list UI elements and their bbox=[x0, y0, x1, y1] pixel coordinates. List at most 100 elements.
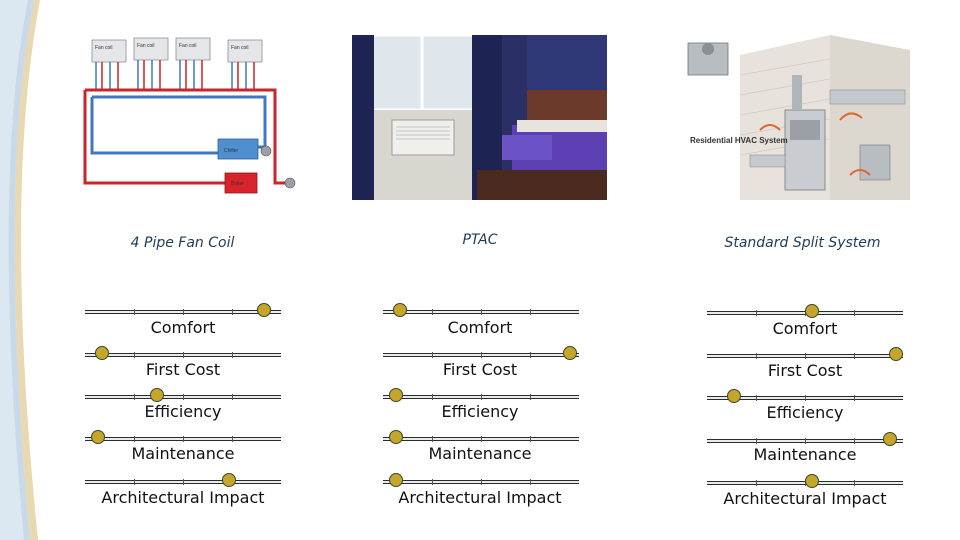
svg-text:Chiller: Chiller bbox=[224, 148, 239, 154]
slider-tick bbox=[134, 309, 135, 315]
slider-tick bbox=[183, 352, 184, 358]
slider-tick bbox=[134, 352, 135, 358]
slider-knob[interactable] bbox=[392, 303, 407, 317]
slider-knob[interactable] bbox=[257, 303, 272, 317]
rating-label: Efficiency bbox=[441, 402, 519, 421]
rating-slider-maintenance[interactable] bbox=[707, 432, 903, 446]
slider-knob[interactable] bbox=[388, 473, 403, 487]
svg-text:Residential HVAC System: Residential HVAC System bbox=[690, 136, 788, 145]
slider-knob[interactable] bbox=[563, 346, 578, 360]
rating-slider-efficiency[interactable] bbox=[383, 388, 579, 402]
svg-text:Fan coil: Fan coil bbox=[179, 43, 197, 49]
slider-tick bbox=[232, 309, 233, 315]
slider-tick bbox=[183, 309, 184, 315]
decorative-swoosh bbox=[0, 0, 40, 540]
column-split: Residential HVAC System Standard Split S… bbox=[680, 0, 930, 540]
rating-label: Architectural Impact bbox=[398, 488, 562, 507]
svg-text:Fan coil: Fan coil bbox=[95, 45, 113, 51]
column-title: 4 Pipe Fan Coil bbox=[130, 235, 235, 251]
rating-slider-efficiency[interactable] bbox=[707, 389, 903, 403]
rating-label: Comfort bbox=[447, 318, 513, 337]
slider-tick bbox=[756, 395, 757, 401]
rating-slider-first-cost[interactable] bbox=[383, 346, 579, 360]
fan-coil-unit: Fan coil bbox=[133, 37, 169, 61]
rating-slider-architectural-impact[interactable] bbox=[383, 473, 579, 487]
rating-label: Comfort bbox=[150, 318, 216, 337]
column-title: Standard Split System bbox=[724, 235, 881, 251]
fan-coil-diagram: Fan coil Fan coil Fan coil Fan coil bbox=[80, 35, 300, 200]
rating-slider-first-cost[interactable] bbox=[85, 346, 281, 360]
slider-tick bbox=[854, 438, 855, 444]
slider-tick bbox=[756, 438, 757, 444]
slider-tick bbox=[183, 479, 184, 485]
slider-tick bbox=[530, 352, 531, 358]
ptac-room-photo bbox=[352, 35, 607, 200]
slider-tick bbox=[530, 309, 531, 315]
slider-tick bbox=[134, 436, 135, 442]
slider-tick bbox=[854, 353, 855, 359]
svg-text:Fan coil: Fan coil bbox=[231, 45, 249, 51]
rating-slider-comfort[interactable] bbox=[85, 303, 281, 317]
rating-slider-efficiency[interactable] bbox=[85, 388, 281, 402]
slider-tick bbox=[530, 436, 531, 442]
slider-tick bbox=[854, 480, 855, 486]
slider-knob[interactable] bbox=[388, 430, 403, 444]
slider-tick bbox=[134, 394, 135, 400]
column-title: PTAC bbox=[462, 232, 498, 248]
boiler-unit: Boiler bbox=[224, 172, 296, 194]
rating-label: First Cost bbox=[145, 360, 221, 379]
rating-slider-architectural-impact[interactable] bbox=[85, 473, 281, 487]
svg-text:Fan coil: Fan coil bbox=[137, 43, 155, 49]
slider-tick bbox=[481, 394, 482, 400]
slider-knob[interactable] bbox=[94, 346, 109, 360]
slider-tick bbox=[805, 438, 806, 444]
rating-label: Architectural Impact bbox=[101, 488, 265, 507]
slider-knob[interactable] bbox=[726, 389, 741, 403]
slider-knob[interactable] bbox=[149, 388, 164, 402]
slider-knob[interactable] bbox=[222, 473, 237, 487]
rating-label: Efficiency bbox=[766, 403, 844, 422]
slider-knob[interactable] bbox=[90, 430, 105, 444]
slider-knob[interactable] bbox=[388, 388, 403, 402]
furnace-unit bbox=[784, 75, 826, 191]
slider-tick bbox=[854, 395, 855, 401]
slider-tick bbox=[232, 436, 233, 442]
fan-coil-unit: Fan coil bbox=[91, 39, 127, 63]
outdoor-condenser bbox=[687, 42, 729, 76]
svg-text:Boiler: Boiler bbox=[231, 181, 244, 187]
slider-knob[interactable] bbox=[805, 474, 819, 488]
slider-tick bbox=[481, 436, 482, 442]
fan-coil-unit: Fan coil bbox=[227, 39, 263, 63]
rating-label: First Cost bbox=[767, 361, 843, 380]
slider-tick bbox=[756, 353, 757, 359]
ptac-unit bbox=[391, 119, 455, 156]
rating-slider-architectural-impact[interactable] bbox=[707, 474, 903, 488]
rating-slider-comfort[interactable] bbox=[707, 304, 903, 318]
slider-tick bbox=[481, 352, 482, 358]
slider-tick bbox=[183, 436, 184, 442]
rating-slider-comfort[interactable] bbox=[383, 303, 579, 317]
rating-slider-first-cost[interactable] bbox=[707, 347, 904, 361]
rating-label: Architectural Impact bbox=[723, 489, 887, 508]
slider-tick bbox=[432, 394, 433, 400]
slider-tick bbox=[756, 310, 757, 316]
slider-tick bbox=[854, 310, 855, 316]
slider-tick bbox=[183, 394, 184, 400]
fan-coil-unit: Fan coil bbox=[175, 37, 211, 61]
rating-slider-maintenance[interactable] bbox=[383, 430, 579, 444]
slider-tick bbox=[432, 309, 433, 315]
slider-knob[interactable] bbox=[883, 432, 898, 446]
split-system-cutaway: Residential HVAC System bbox=[680, 35, 930, 200]
slider-tick bbox=[756, 480, 757, 486]
slider-knob[interactable] bbox=[805, 304, 819, 318]
column-fan-coil: Fan coil Fan coil Fan coil Fan coil bbox=[80, 0, 300, 540]
slider-tick bbox=[232, 352, 233, 358]
slider-tick bbox=[432, 436, 433, 442]
slider-tick bbox=[530, 394, 531, 400]
slider-tick bbox=[432, 479, 433, 485]
chiller-unit: Chiller bbox=[217, 138, 272, 160]
rating-label: Maintenance bbox=[753, 445, 857, 464]
slider-knob[interactable] bbox=[889, 347, 904, 361]
rating-slider-maintenance[interactable] bbox=[85, 430, 281, 444]
slider-tick bbox=[134, 479, 135, 485]
